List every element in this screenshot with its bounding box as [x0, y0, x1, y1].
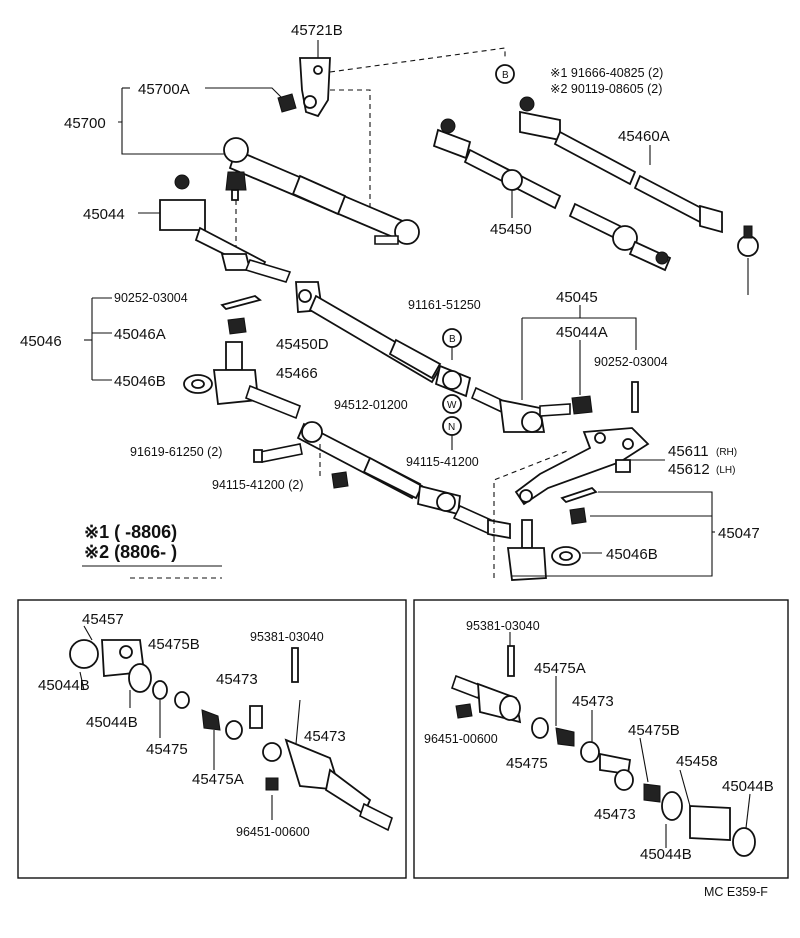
label-45700: 45700 [64, 115, 106, 132]
right-label-45044b-a: 45044B [722, 778, 774, 795]
right-label-45473-b: 45473 [594, 806, 636, 823]
label-91161: 91161-51250 [408, 298, 481, 312]
right-label-95381: 95381-03040 [466, 619, 540, 633]
code-b-top: B [502, 70, 509, 81]
label-45047: 45047 [718, 525, 760, 542]
label-45046b-right: 45046B [606, 546, 658, 563]
left-label-45475: 45475 [146, 741, 188, 758]
tie-rod-end-45044 [159, 174, 292, 283]
label-90252-right: 90252-03004 [594, 355, 668, 369]
left-label-45473-b: 45473 [304, 728, 346, 745]
idler-bracket-45721b [299, 57, 331, 118]
left-label-45457: 45457 [82, 611, 124, 628]
left-label-45475b: 45475B [148, 636, 200, 653]
note-b-1: ※1 91666-40825 (2) [550, 66, 663, 80]
tie-rod-end-45046 [212, 341, 301, 420]
bolt-91619 [253, 443, 303, 463]
label-94115-left: 94115-41200 (2) [212, 478, 304, 492]
nut-45046a [227, 317, 247, 335]
legend-line-1: ※1 ( -8806) [84, 522, 177, 542]
cotter-pin-45047 [560, 486, 598, 504]
note-b-2: ※2 90119-08605 (2) [550, 82, 662, 96]
boot-45046b-left [183, 374, 213, 394]
relay-lever-45611-45612 [514, 427, 650, 506]
right-label-45475a: 45475A [534, 660, 586, 677]
boot-45046b-right [551, 546, 581, 566]
label-94115-mid: 94115-41200 [406, 455, 479, 469]
label-45612-side: (LH) [716, 465, 735, 476]
b-code-circle-top [495, 64, 515, 84]
code-n: N [448, 422, 455, 433]
footer-code: MC E359-F [704, 885, 768, 899]
right-label-45475b: 45475B [628, 722, 680, 739]
code-w: W [447, 400, 457, 411]
label-45611: 45611 [668, 443, 709, 460]
label-45466: 45466 [276, 365, 318, 382]
legend-line-2: ※2 (8806- ) [84, 542, 177, 562]
right-label-45044b-b: 45044B [640, 846, 692, 863]
tie-rod-assembly-45460a [519, 96, 759, 257]
tube-45466 [308, 294, 472, 398]
left-inset-parts [69, 639, 393, 832]
left-label-45473-a: 45473 [216, 671, 258, 688]
label-45044: 45044 [83, 206, 125, 223]
label-94512: 94512-01200 [334, 398, 408, 412]
tie-rod-end-45047 [506, 519, 547, 581]
nut-45047 [569, 507, 587, 525]
w-code-circle [442, 394, 462, 414]
right-inset-frame [413, 599, 789, 879]
label-90252-left: 90252-03004 [114, 291, 188, 305]
right-inset-parts [450, 645, 756, 857]
label-45450: 45450 [490, 221, 532, 238]
cotter-pin-left [220, 295, 262, 311]
label-45700a: 45700A [138, 81, 190, 98]
right-label-45458: 45458 [676, 753, 718, 770]
code-b-mid: B [449, 334, 456, 345]
right-label-45475: 45475 [506, 755, 548, 772]
label-45046a: 45046A [114, 326, 166, 343]
label-45460a: 45460A [618, 128, 670, 145]
label-45612: 45612 [668, 461, 710, 478]
cotter-pin-right [631, 381, 639, 413]
tie-rod-end-45044a [470, 386, 593, 433]
right-label-45473-a: 45473 [572, 693, 614, 710]
label-45045: 45045 [556, 289, 598, 306]
left-label-96451: 96451-00600 [236, 825, 310, 839]
label-45721b: 45721B [291, 22, 343, 39]
left-label-45044b-a: 45044B [38, 677, 90, 694]
tie-rod-assembly-45450 [432, 118, 672, 272]
left-inset-frame [17, 599, 407, 879]
label-91619: 91619-61250 (2) [130, 445, 222, 459]
label-45450d: 45450D [276, 336, 329, 353]
nut-45700a [277, 93, 297, 113]
left-label-45044b-b: 45044B [86, 714, 138, 731]
rod-45466-lower [296, 421, 511, 540]
label-45046b-left: 45046B [114, 373, 166, 390]
left-label-95381: 95381-03040 [250, 630, 324, 644]
label-45611-side: (RH) [716, 447, 737, 458]
relay-rod-45700 [223, 137, 420, 245]
right-label-96451: 96451-00600 [424, 732, 498, 746]
nut-94115-left [331, 471, 349, 489]
label-45046: 45046 [20, 333, 62, 350]
left-label-45475a: 45475A [192, 771, 244, 788]
label-45044a: 45044A [556, 324, 608, 341]
